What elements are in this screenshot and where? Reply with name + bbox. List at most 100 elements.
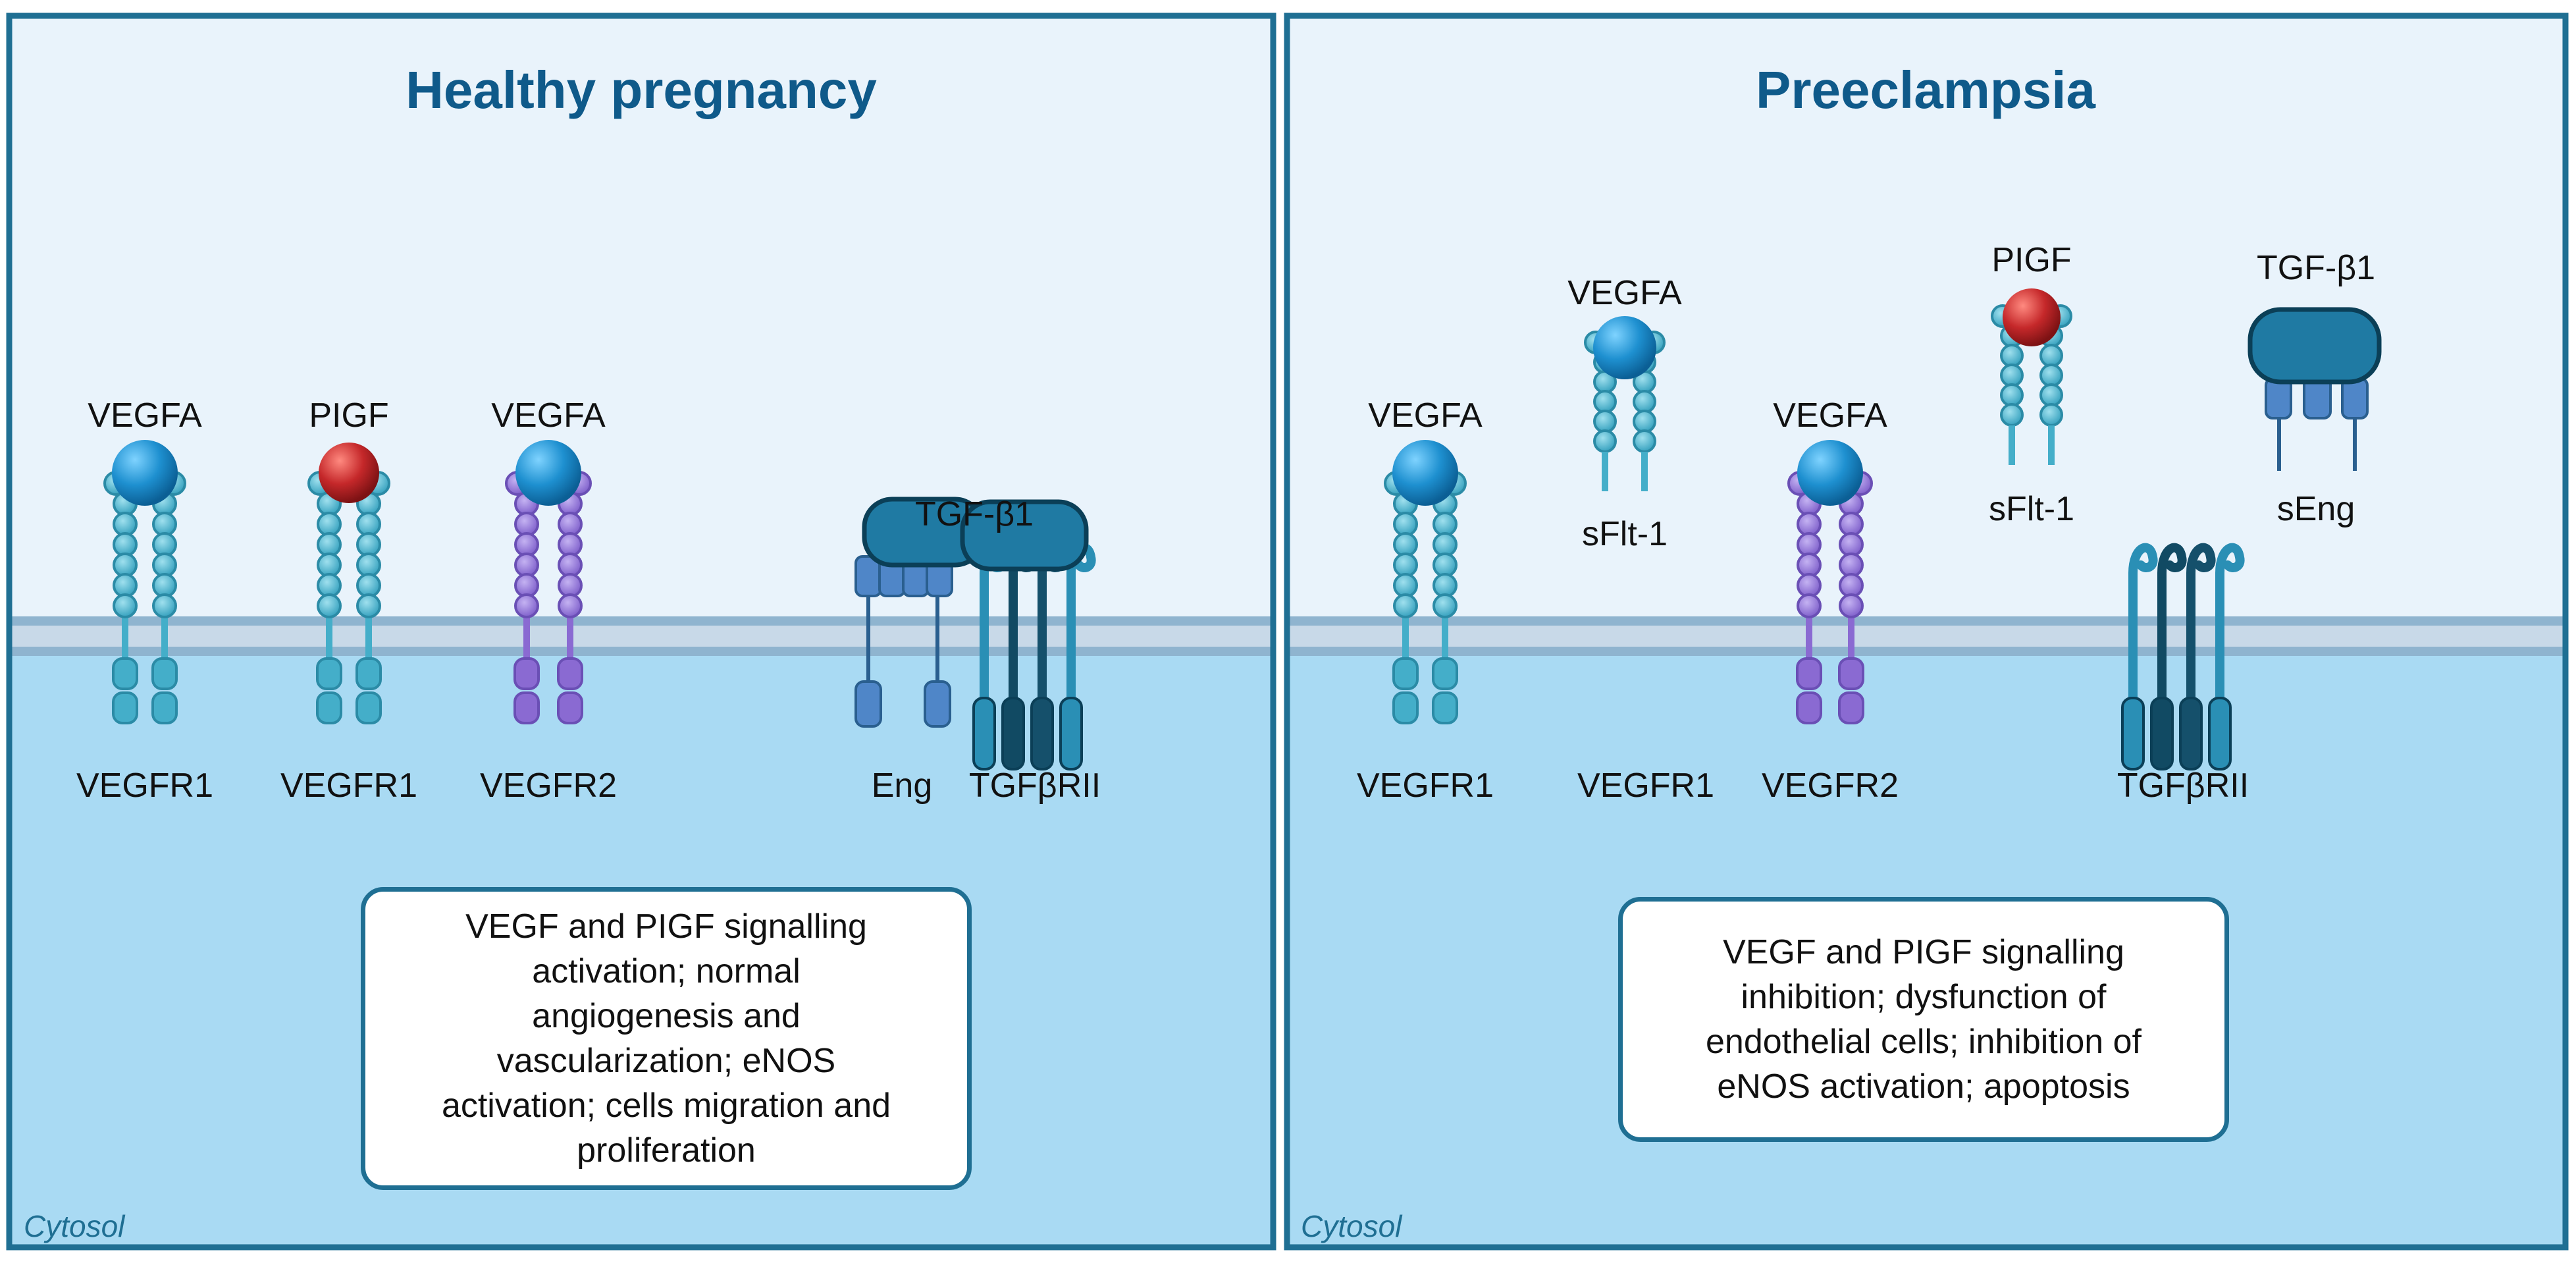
kinase-domain: [1796, 691, 1822, 724]
ig-domain: [1797, 512, 1822, 537]
kinase-domain: [557, 657, 583, 690]
vegfr2-label: VEGFR2: [1762, 767, 1899, 805]
tgfbrii-label: TGFβRII: [2117, 767, 2249, 805]
ig-domain: [1797, 573, 1822, 598]
vegfa-label: VEGFA: [1773, 396, 1887, 435]
pigf-label: PIGF: [309, 396, 388, 435]
summary-line: activation; cells migration and: [441, 1087, 891, 1125]
kinase-domain: [557, 691, 583, 724]
ig-domain: [1593, 410, 1617, 433]
cell-membrane: [1287, 616, 2565, 656]
kinase-domain: [2208, 697, 2232, 770]
receptor-head: [2157, 543, 2187, 578]
ig-domain: [2039, 383, 2063, 407]
ig-domain: [113, 512, 138, 537]
vegfr1-label: VEGFR1: [280, 767, 417, 805]
ig-domain: [113, 593, 138, 618]
vegfr1-label: VEGFR1: [76, 767, 213, 805]
kinase-domain: [972, 697, 996, 770]
kinase-domain: [1001, 697, 1025, 770]
ig-domain: [1839, 573, 1864, 598]
ig-domain: [1433, 573, 1458, 598]
summary-line: proliferation: [577, 1131, 756, 1170]
summary-box-healthy: VEGF and PIGF signalling activation; nor…: [361, 887, 972, 1190]
kinase-domain: [316, 691, 342, 724]
sflt1-label: sFlt-1: [1989, 490, 2074, 528]
kinase-domain: [1796, 657, 1822, 690]
summary-line: VEGF and PIGF signalling: [465, 907, 867, 946]
ig-domain: [317, 573, 342, 598]
kinase-domain: [112, 657, 138, 690]
ig-domain: [558, 553, 583, 578]
kinase-domain: [513, 657, 540, 690]
vegfa-ligand: [1593, 316, 1656, 379]
ig-domain: [558, 512, 583, 537]
ig-domain: [2000, 403, 2024, 427]
ig-domain: [152, 512, 177, 537]
ig-domain: [558, 593, 583, 618]
kinase-domain: [1392, 657, 1419, 690]
summary-line: vascularization; eNOS: [496, 1042, 836, 1080]
ig-domain: [2000, 344, 2024, 367]
summary-line: eNOS activation; apoptosis: [1717, 1067, 2130, 1106]
summary-line: endothelial cells; inhibition of: [1706, 1023, 2142, 1061]
seng-label: sEng: [2277, 490, 2355, 528]
kinase-domain: [2179, 697, 2203, 770]
vegfa-label: VEGFA: [491, 396, 606, 435]
ig-domain: [2039, 344, 2063, 367]
ig-domain: [1393, 573, 1418, 598]
ig-domain: [1433, 512, 1458, 537]
sflt1-label: sFlt-1: [1582, 515, 1668, 553]
summary-line: inhibition; dysfunction of: [1741, 978, 2107, 1016]
eng-label: Eng: [872, 767, 933, 805]
vegfa-label: VEGFA: [1368, 396, 1483, 435]
kinase-domain: [1838, 691, 1864, 724]
ig-domain: [113, 573, 138, 598]
vegfa-ligand: [1797, 440, 1863, 506]
summary-line: activation; normal: [532, 952, 801, 990]
ig-domain: [1393, 532, 1418, 557]
summary-text: VEGF and PIGF signalling activation; nor…: [442, 904, 891, 1173]
kinase-domain: [2121, 697, 2145, 770]
ig-domain: [2000, 383, 2024, 407]
ig-domain: [1839, 512, 1864, 537]
tgf-beta1-label: TGF-β1: [2257, 249, 2375, 287]
panel-title: Preeclampsia: [1756, 61, 2095, 119]
vegfr1-label: VEGFR1: [1357, 767, 1494, 805]
ig-domain: [1593, 429, 1617, 453]
kinase-domain: [316, 657, 342, 690]
kinase-domain: [151, 657, 178, 690]
pigf-ligand: [319, 443, 379, 503]
ig-domain: [1593, 390, 1617, 414]
ig-domain: [356, 512, 381, 537]
ig-domain: [1839, 553, 1864, 578]
vegfr1-receptor: [1384, 471, 1467, 724]
summary-box-preeclampsia: VEGF and PIGF signalling inhibition; dys…: [1618, 897, 2229, 1142]
kinase-domain: [151, 691, 178, 724]
kinase-domain: [112, 691, 138, 724]
ig-domain: [514, 573, 539, 598]
kinase-domain: [1432, 657, 1458, 690]
ig-domain: [514, 593, 539, 618]
kinase-domain: [1059, 697, 1083, 770]
panel-frame: [1284, 13, 2569, 1251]
ig-domain: [1433, 532, 1458, 557]
ig-domain: [317, 553, 342, 578]
ig-domain: [1633, 429, 1656, 453]
ig-domain: [2039, 403, 2063, 427]
vegfr2-label: VEGFR2: [480, 767, 617, 805]
cytosol-label: Cytosol: [1301, 1209, 1403, 1243]
ig-domain: [1433, 593, 1458, 618]
receptor-head: [2186, 543, 2216, 578]
vegfa-ligand: [1392, 440, 1458, 506]
kinase-domain: [2150, 697, 2174, 770]
tgfbrii-label: TGFβRII: [969, 767, 1101, 805]
kinase-domain: [513, 691, 540, 724]
ig-domain: [152, 573, 177, 598]
ig-domain: [317, 512, 342, 537]
vegfa-label: VEGFA: [1567, 274, 1682, 312]
receptor-head: [2128, 543, 2158, 578]
ig-domain: [514, 512, 539, 537]
receptor-head: [2215, 543, 2245, 578]
